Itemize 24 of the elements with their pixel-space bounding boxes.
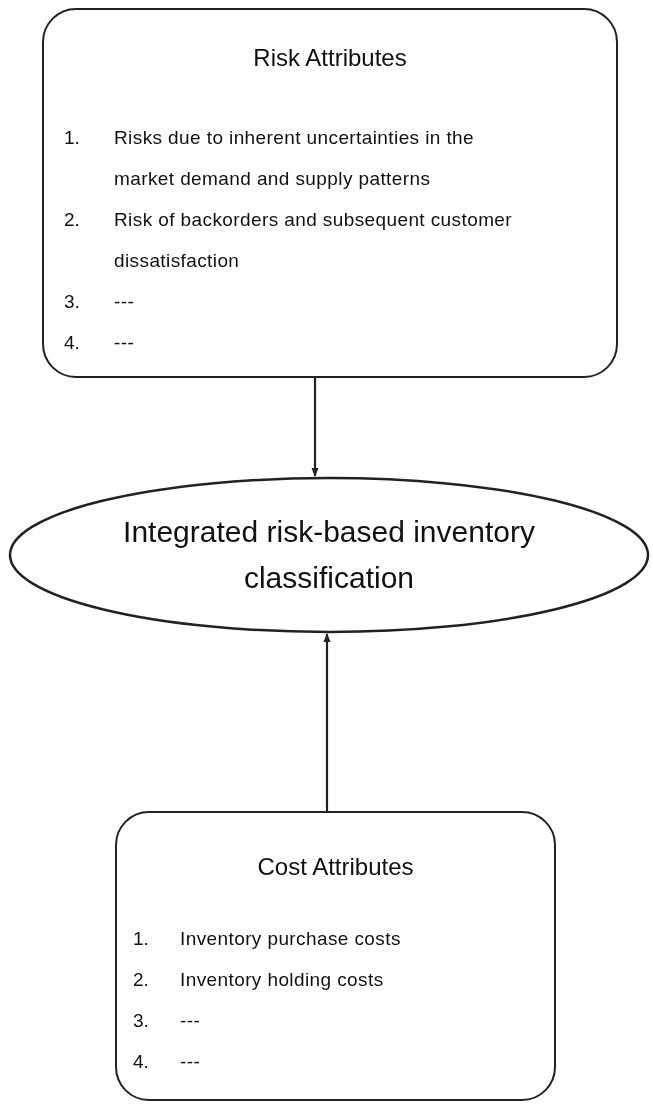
list-number: 1. <box>133 927 149 951</box>
list-number: 2. <box>133 968 149 992</box>
list-item: Risk of backorders and subsequent customer dissatisfaction <box>114 208 514 273</box>
list-item: --- <box>180 1050 202 1074</box>
ellipse-node <box>8 476 650 634</box>
arrow <box>311 378 319 477</box>
list-item: Inventory holding costs <box>180 968 385 992</box>
box-heading: Cost Attributes <box>256 853 415 881</box>
list-item: Risks due to inherent uncertainties in the market demand and supply patterns <box>114 126 476 191</box>
list-number: 2. <box>64 208 80 232</box>
list-number: 3. <box>64 290 80 314</box>
list-number: 3. <box>133 1009 149 1033</box>
list-number: 1. <box>64 126 80 150</box>
list-item: --- <box>114 290 136 314</box>
box-heading: Risk Attributes <box>252 44 408 72</box>
list-item: --- <box>114 331 136 355</box>
rounded-box <box>42 8 618 378</box>
list-number: 4. <box>64 331 80 355</box>
list-number: 4. <box>133 1050 149 1074</box>
node-label: Integrated risk-based inventory classification <box>122 514 536 596</box>
arrow <box>323 633 331 811</box>
rounded-box <box>115 811 556 1101</box>
list-item: Inventory purchase costs <box>180 927 402 951</box>
list-item: --- <box>180 1009 202 1033</box>
